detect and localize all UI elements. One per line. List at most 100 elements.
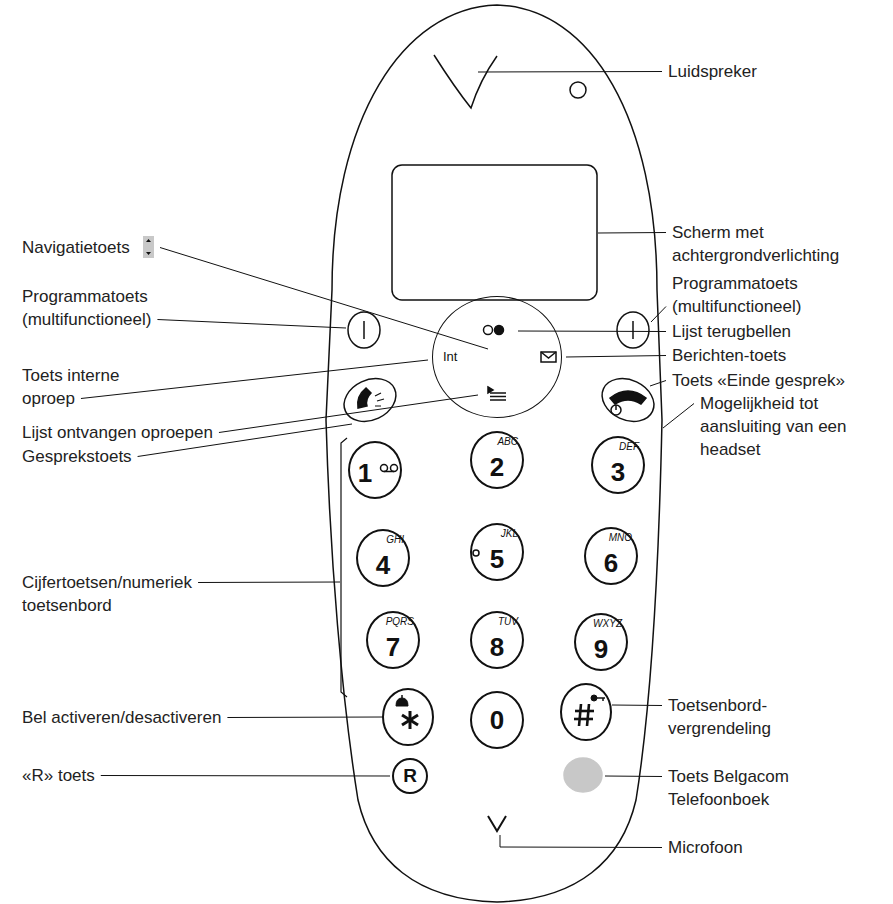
callout-label: Toets Belgacom Telefoonboek [668,765,808,811]
leader-line [612,705,662,707]
hash-key [597,697,605,699]
callout-label: Programmatoets (multifunctioneel) [672,272,832,318]
key-button: WXYZ 9 [574,613,628,671]
navigation-key-icon [143,236,154,258]
callout-label: Cijfertoetsen/numeriek toetsenbord [22,571,222,617]
hash-key [579,704,581,726]
speaker-grille [434,55,497,108]
key-label: 6 [586,549,636,577]
soft-key [348,312,649,348]
key-button: TUV8 [470,611,524,669]
star-key [401,695,403,698]
key-button: MNO6 [584,527,638,585]
navigation-symbols [490,396,506,398]
key-button: 0 [470,691,524,749]
end-call-key [615,405,617,410]
phone-illustration [143,5,662,902]
leader-line [198,582,340,584]
callout-label: Scherm met achtergrondverlichting [672,221,884,267]
leader-line [219,395,478,433]
star-key [402,711,418,729]
tactile-dot [473,550,479,556]
star-key [383,689,433,745]
callout-label: Lijst terugbellen [672,320,791,343]
voicemail-symbol [381,465,398,472]
hash-key [574,718,593,721]
key-letters: WXYZ [593,618,622,629]
leader-line [227,717,384,719]
key-letters: TUV [498,616,518,627]
navigation-symbols [488,387,493,393]
hash-key [575,710,594,713]
callout-label: Gesprekstoets [22,445,132,468]
key-label: 9 [576,635,626,663]
hash-key [602,698,604,701]
key-letters: GHI [386,534,404,545]
call-key [337,370,403,429]
star-key [383,689,433,745]
navigation-key-icon [143,236,154,258]
key-label: R [394,766,426,786]
microphone [488,816,506,831]
star-key [402,715,418,725]
key-label: 4 [358,551,408,579]
key-letters: ABC [497,436,518,447]
hash-key [587,704,589,726]
callout-label: Luidspreker [668,60,757,83]
key-label: 0 [472,706,522,734]
hash-key [561,684,611,740]
callout-label: Navigatietoets [22,236,130,259]
key-button: R [392,758,428,794]
hash-key [561,684,611,740]
keypad-bracket [341,438,347,697]
callout-label: Berichten-toets [672,344,786,367]
leader-line [598,232,666,234]
soft-key [363,321,365,339]
soft-key [348,312,380,348]
key-button: 1 [348,441,402,499]
end-call-key [595,370,661,429]
navigation-symbols [495,326,504,335]
light-sensor [570,82,586,98]
leader-line [157,320,346,329]
callout-label: «R» toets [22,764,95,787]
key-label: 7 [368,633,418,661]
voicemail-symbol [381,465,388,472]
key-label: Int [443,349,457,364]
star-key [402,715,418,725]
callout-label: Toets «Einde gesprek» [672,369,845,392]
callout-label: Microfoon [668,836,743,859]
leader-line [518,331,666,333]
phonebook-key [564,758,602,792]
navigation-symbols [490,392,506,394]
leader-line [500,835,662,848]
key-button: ABC2 [470,431,524,489]
star-key [396,698,408,706]
hash-key [574,704,594,726]
leader-line [160,248,488,350]
leader-line [663,404,694,429]
key-letters: DEF [619,441,639,452]
display-screen [392,165,597,300]
navigation-symbols [484,326,557,401]
key-label: 1 [350,459,380,487]
leader-line [478,71,662,73]
callout-label: Bel activeren/desactiveren [22,706,221,729]
navigation-symbols [490,399,506,401]
leader-line [101,775,390,777]
callout-label: Toets interne oproep [22,364,134,410]
key-button: JKL5 [470,523,524,581]
navigation-symbols [484,326,493,335]
navigation-key-icon [146,239,151,255]
hash-key [591,695,597,701]
leader-line [605,776,662,778]
phone-housing [326,5,662,902]
callout-label: Programmatoets (multifunctioneel) [22,285,182,331]
key-letters: JKL [501,528,518,539]
end-call-key [611,405,621,415]
navigation-symbols [541,352,556,358]
call-key [375,393,384,406]
key-letters: PQRS [386,616,414,627]
